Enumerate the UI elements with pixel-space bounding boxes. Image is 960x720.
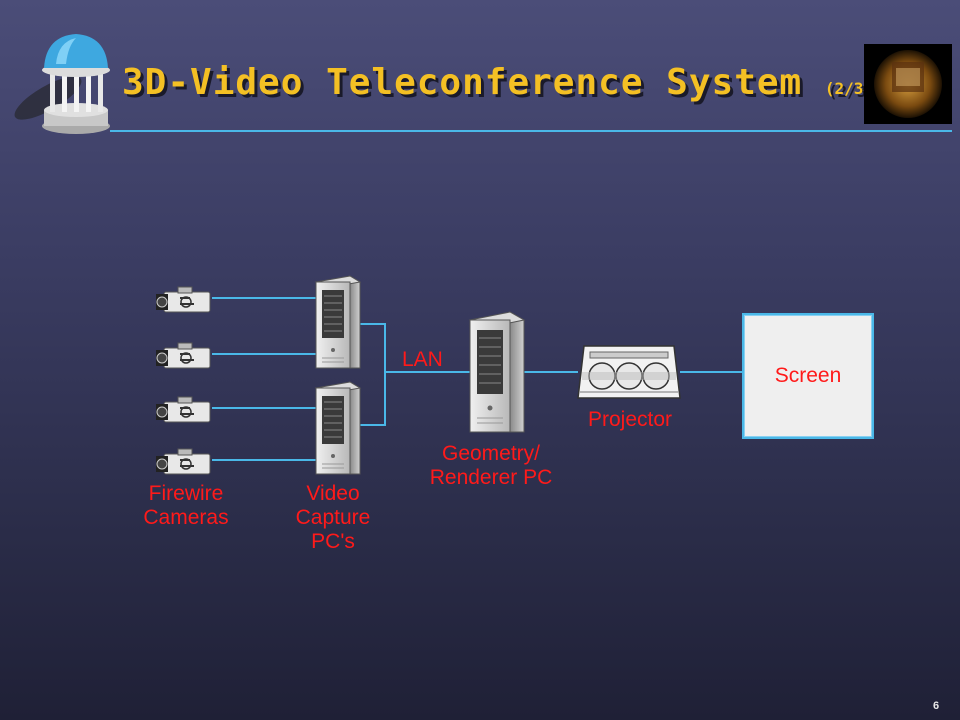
screen-label: Screen	[774, 364, 842, 387]
projector-label: Projector	[587, 408, 673, 431]
title-underline	[110, 130, 952, 132]
firewire-cameras-label: Firewire Cameras	[128, 482, 244, 530]
old-well-logo-icon	[14, 34, 110, 134]
capture-pc-server-icon	[314, 275, 362, 369]
projector-icon	[577, 345, 681, 399]
label-line: Geometry/	[441, 442, 541, 465]
renderer-pc-server-icon	[468, 311, 526, 433]
page-number: 6	[932, 700, 940, 712]
slide-title: 3D-Video Teleconference System (2/3)	[122, 62, 873, 103]
video-camera-icon	[156, 286, 211, 313]
label-line: Cameras	[143, 506, 229, 529]
connection-lines	[212, 297, 742, 461]
label-line: Video	[306, 482, 360, 505]
video-camera-icon	[156, 396, 211, 423]
title-text: 3D-Video Teleconference System	[122, 62, 803, 103]
label-line: Capture	[295, 506, 371, 529]
label-line: PC's	[311, 530, 355, 553]
title-suffix: (2/3)	[824, 79, 874, 98]
label-line: Firewire	[148, 482, 224, 505]
screen-box: Screen	[742, 313, 874, 439]
video-capture-pcs-label: Video Capture PC's	[278, 482, 388, 554]
lan-label: LAN	[402, 348, 443, 371]
lan-link-upper	[358, 323, 386, 372]
video-camera-icon	[156, 448, 211, 475]
lan-link-lower	[358, 372, 386, 426]
lab-logo-icon	[864, 44, 952, 124]
video-camera-icon	[156, 342, 211, 369]
renderer-pc-label: Geometry/ Renderer PC	[416, 442, 566, 490]
label-line: Renderer PC	[429, 466, 553, 489]
capture-pc-server-icon	[314, 381, 362, 475]
